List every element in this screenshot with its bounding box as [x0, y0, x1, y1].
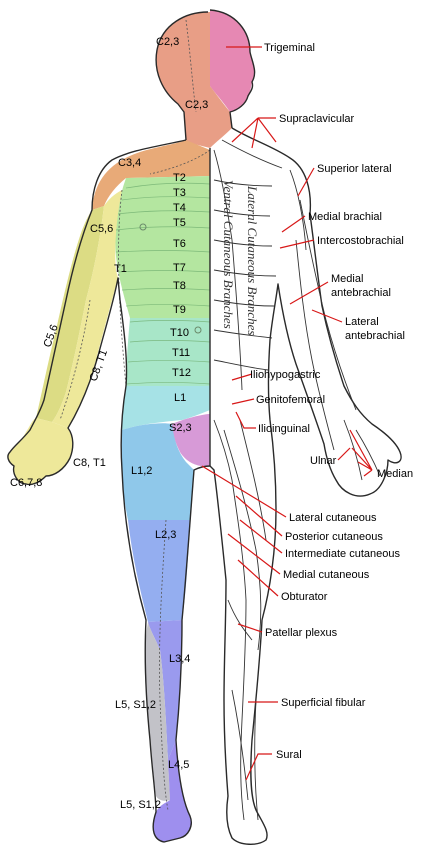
label-genitofemoral: Genitofemoral: [256, 394, 325, 406]
label-trigeminal: Trigeminal: [264, 42, 315, 54]
label-median: Median: [377, 468, 413, 480]
region-hand: [7, 418, 73, 485]
dermatome-regions: [7, 10, 255, 842]
label-t7: T7: [173, 262, 186, 274]
label-t8: T8: [173, 280, 186, 292]
pointer-superior-lateral: [297, 167, 315, 197]
nerve-branches: [213, 139, 381, 821]
label-obturator: Obturator: [281, 591, 328, 603]
label-t1: T1: [114, 263, 127, 275]
region-c23-neck: [210, 86, 232, 148]
region-l45: [153, 740, 192, 842]
label-l45: L4,5: [168, 759, 189, 771]
label-ulnar: Ulnar: [310, 455, 337, 467]
pointer-supraclavicular: [231, 117, 277, 149]
label-medial-antebrachial-2: antebrachial: [331, 287, 391, 299]
region-l1: [122, 386, 210, 430]
label-t6: T6: [173, 238, 186, 250]
region-c56-arm: [36, 206, 104, 422]
label-lateral-cutaneous: Lateral cutaneous: [289, 512, 377, 524]
region-c8t1-arm: [52, 190, 122, 428]
label-t12: T12: [172, 367, 191, 379]
label-lateral-antebrachial-2: antebrachial: [345, 330, 405, 342]
label-l5s12-lower: L5, S1,2: [120, 799, 161, 811]
pointer-lateral-cutaneous: [201, 465, 287, 518]
inscription-lateral: Lateral Cutaneous Branches: [245, 185, 260, 336]
region-l23: [128, 520, 190, 622]
region-thoracic: [115, 176, 210, 318]
label-superior-lateral: Superior lateral: [317, 163, 392, 175]
label-lateral-antebrachial-1: Lateral: [345, 316, 379, 328]
pointer-patellar-plexus: [237, 623, 263, 633]
pointer-intercostobrachial: [279, 239, 315, 249]
label-intermediate-cutaneous: Intermediate cutaneous: [285, 548, 400, 560]
pointer-intermediate-cutaneous: [239, 519, 283, 554]
label-superficial-fibular: Superficial fibular: [281, 697, 366, 709]
region-trigeminal: [210, 10, 255, 112]
label-t3: T3: [173, 187, 186, 199]
label-c23-neck: C2,3: [185, 99, 208, 111]
pointer-lines: [201, 46, 373, 781]
label-l12: L1,2: [131, 465, 152, 477]
label-c23-top: C2,3: [156, 36, 179, 48]
label-medial-brachial: Medial brachial: [308, 211, 382, 223]
label-c56-shoulder: C5,6: [90, 223, 113, 235]
label-l1: L1: [174, 392, 186, 404]
label-t10: T10: [170, 327, 189, 339]
inscription-ventral: Ventral Cutaneous Branches: [221, 180, 236, 329]
region-thoracic-low: [126, 318, 210, 386]
label-supraclavicular: Supraclavicular: [279, 113, 355, 125]
region-c23-head: [156, 12, 210, 148]
dotted-lines: [59, 19, 211, 811]
pointer-ulnar: [337, 447, 351, 461]
label-t4: T4: [173, 202, 186, 214]
label-t9: T9: [173, 304, 186, 316]
label-iliohypogastric: Iliohypogastric: [250, 369, 321, 381]
nerve-labels: Trigeminal Supraclavicular Superior late…: [250, 42, 413, 761]
label-l34: L3,4: [169, 653, 190, 665]
region-l34: [148, 620, 182, 760]
label-posterior-cutaneous: Posterior cutaneous: [285, 531, 383, 543]
region-c34: [92, 140, 210, 210]
pointer-medial-cutaneous: [227, 533, 281, 575]
label-t5: T5: [173, 217, 186, 229]
label-c8t1-hand: C8, T1: [73, 457, 106, 469]
label-l23: L2,3: [155, 529, 176, 541]
pointer-medial-antebrachial: [289, 281, 329, 305]
pointer-genitofemoral: [231, 398, 255, 405]
label-l5s12-upper: L5, S1,2: [115, 699, 156, 711]
pointer-sural: [245, 753, 272, 781]
pointer-obturator: [237, 559, 279, 597]
label-ilioinguinal: Ilioinguinal: [258, 423, 310, 435]
label-s23: S2,3: [169, 422, 192, 434]
body-outline: [7, 9, 402, 845]
label-c678: C6,7,8: [10, 477, 42, 489]
region-s23: [172, 414, 210, 467]
label-intercostobrachial: Intercostobrachial: [317, 235, 404, 247]
pointer-median: [349, 429, 373, 477]
pointer-iliohypogastric: [231, 373, 253, 381]
pointer-posterior-cutaneous: [235, 495, 283, 537]
label-medial-antebrachial-1: Medial: [331, 273, 363, 285]
region-l5s12: [144, 622, 170, 801]
label-c34: C3,4: [118, 157, 141, 169]
label-t2: T2: [173, 172, 186, 184]
label-medial-cutaneous: Medial cutaneous: [283, 569, 370, 581]
pointer-medial-brachial: [281, 215, 306, 233]
pointer-ilioinguinal: [235, 411, 256, 429]
pointer-lateral-antebrachial: [311, 309, 343, 323]
label-patellar-plexus: Patellar plexus: [265, 627, 338, 639]
label-sural: Sural: [276, 749, 302, 761]
label-t11: T11: [172, 347, 190, 359]
region-l12: [121, 423, 194, 520]
band-lines: [115, 182, 211, 385]
body-inscriptions: Ventral Cutaneous Branches Lateral Cutan…: [221, 180, 260, 336]
